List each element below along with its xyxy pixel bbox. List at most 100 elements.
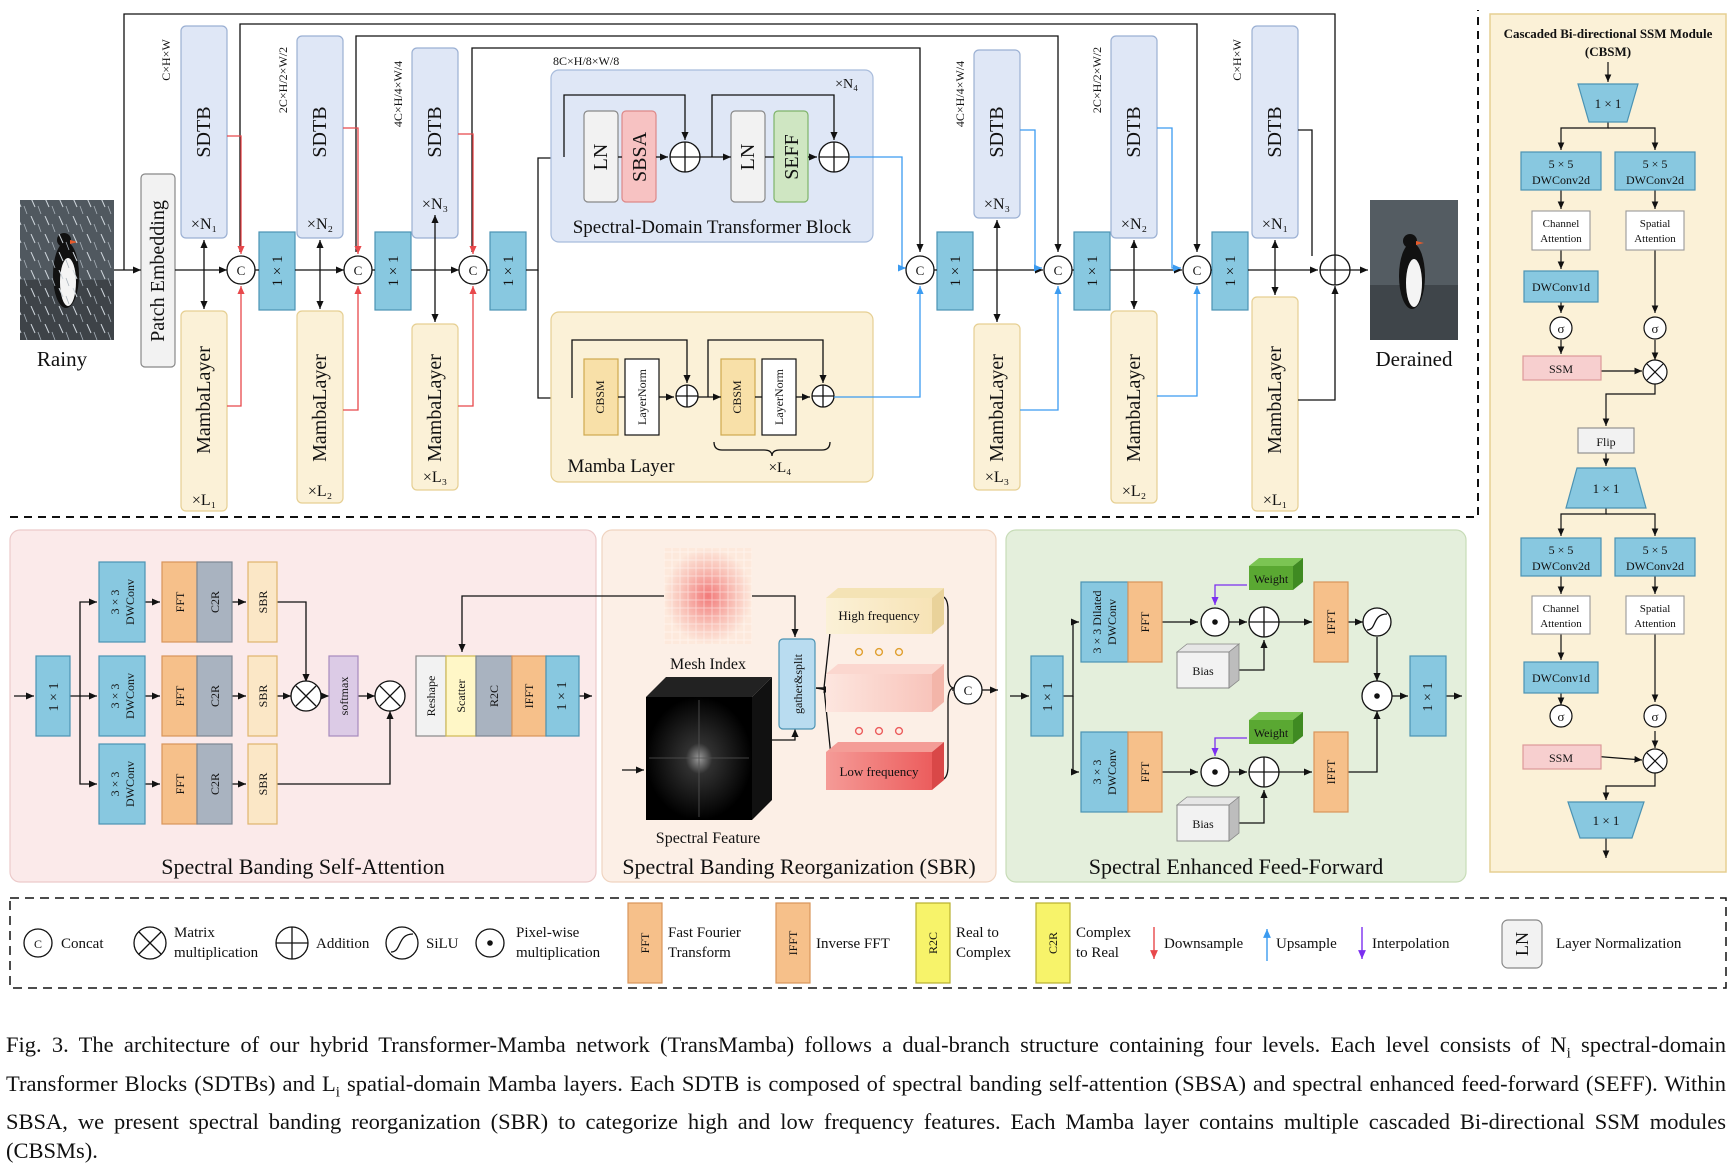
sbsa-conv1x1-label: 1 × 1 [47, 683, 62, 712]
legend-ln-symbol-text: LN [1512, 932, 1532, 956]
mamba-repeat: ×L₂ [1122, 483, 1146, 500]
dwconv-label-b: DWConv [123, 673, 137, 719]
sbr-block [247, 743, 278, 825]
conv1x1-block [1073, 231, 1111, 311]
legend-fft-symbol-text: FFT [638, 932, 652, 953]
legend-fft-b: Transform [668, 945, 731, 961]
caption-sub-2: i [335, 1084, 340, 1100]
weight-block: Weight [1249, 558, 1303, 590]
conv1x1-label: 1 × 1 [1085, 256, 1101, 287]
level-dim: 2C×H/2×W/2 [1090, 47, 1104, 113]
patch-embedding-label: Patch Embedding [147, 200, 169, 342]
legend-silu: SiLU [426, 936, 459, 952]
decoder-level-3: C 1 × 1 SDTB ×N₃ 4C×H/4×W/4 MambaLayer ×… [905, 49, 1062, 491]
cbsm-conv1x1 [1577, 83, 1639, 123]
sbsa-conv1x1-out [545, 655, 580, 737]
legend-r2c-b: Complex [956, 945, 1011, 961]
legend-fft-a: Fast Fourier [668, 925, 741, 941]
low-freq-band: Low frequency [826, 742, 944, 790]
sdtb-label: SDTB [193, 106, 215, 157]
low-freq-label: Low frequency [839, 764, 919, 779]
legend-ifft: Inverse FFT [816, 936, 890, 952]
sbsa-conv1x1-out-label: 1 × 1 [555, 682, 570, 711]
conv1x1-label: 1 × 1 [948, 256, 964, 287]
fft-label: FFT [173, 773, 187, 794]
encoder-level-2: SDTB ×N₂ 2C×H/2×W/2 MambaLayer ×L₂ C 1 ×… [276, 35, 412, 504]
mamba-label: MambaLayer [193, 346, 215, 454]
channel-attention [1531, 210, 1591, 251]
legend-matmul-a: Matrix [174, 925, 215, 941]
sdtb-label: SDTB [1264, 106, 1286, 157]
cbsm-conv1x1 [1567, 801, 1645, 839]
layernorm-label: LayerNorm [772, 368, 786, 425]
legend-c2r-symbol-text: C2R [1046, 932, 1060, 954]
ln-label: LN [737, 144, 759, 171]
sigma-node [1549, 316, 1573, 340]
cbsm-conv1x1 [1565, 467, 1647, 509]
sbr-panel: Spectral Banding Reorganization (SBR) Me… [458, 529, 998, 883]
ifft-label: IFFT [522, 683, 536, 708]
spatial-attention [1625, 210, 1685, 251]
dwconv-block [98, 743, 146, 825]
legend-concat: Concat [61, 936, 104, 952]
legend-ln: Layer Normalization [1556, 936, 1682, 952]
transformer-block-title: Spectral-Domain Transformer Block [573, 217, 852, 238]
concat-label: C [354, 263, 363, 278]
sigma-label: σ [1557, 321, 1564, 336]
fft-block [161, 561, 198, 643]
cbsm-conv1x1-label: 1 × 1 [1593, 481, 1620, 496]
bottleneck-dim: 8C×H/8×W/8 [553, 54, 619, 68]
conv1x1-block [1211, 231, 1249, 311]
concat-label: C [469, 263, 478, 278]
mamba-label: MambaLayer [1264, 346, 1286, 454]
reshape-label: Reshape [424, 676, 438, 717]
c2r-label: C2R [208, 685, 222, 707]
sbr-title: Spectral Banding Reorganization (SBR) [622, 854, 975, 879]
ssm-label: SSM [1549, 751, 1573, 765]
weight-label: Weight [1254, 726, 1289, 740]
dwconv-label-a: 3 × 3 [108, 684, 122, 709]
sbr-block [247, 655, 278, 737]
dwconv-block [98, 655, 146, 737]
sdtb-label: SDTB [309, 106, 331, 157]
freq-dots [854, 647, 904, 736]
ifft-block [1313, 731, 1349, 813]
cbsm-label: CBSM [730, 380, 744, 414]
derained-image [1370, 200, 1458, 340]
c2r-block [196, 561, 233, 643]
sbsa-label: SBSA [629, 131, 651, 182]
spectral-feature-image [646, 677, 772, 820]
conv1x1-block [489, 231, 527, 311]
spectral-domain-transformer-block: ×N₄ LN SBSA LN SEFF Spectral-Domain Tran… [550, 69, 874, 243]
sigma-node [1549, 704, 1573, 728]
mesh-index-label: Mesh Index [670, 656, 746, 673]
bias-label: Bias [1192, 817, 1214, 831]
fft-label: FFT [173, 685, 187, 706]
spectral-feature-label: Spectral Feature [656, 830, 760, 847]
conv1x1-label: 1 × 1 [501, 256, 517, 287]
legend-fft-symbol [627, 902, 663, 984]
legend-addition: Addition [316, 936, 370, 952]
cbsm-dwconv1d [1523, 270, 1599, 303]
legend-silu-symbol [385, 926, 419, 960]
legend-ifft-symbol [775, 902, 811, 984]
mamba-label: MambaLayer [1123, 354, 1145, 462]
cbsm-conv1x1-label: 1 × 1 [1595, 96, 1622, 111]
legend-concat-symbol [23, 928, 53, 958]
concat-label: C [1054, 263, 1063, 278]
legend: C Concat Matrix multiplication Addition … [9, 897, 1727, 989]
decoder-level-1: C 1 × 1 SDTB ×N₁ C×H×W MambaLayer ×L₁ [1182, 25, 1368, 512]
seff-conv1x1-out [1409, 655, 1447, 737]
legend-upsample: Upsample [1276, 936, 1337, 952]
gather-split-label: gather&split [791, 653, 805, 714]
mamba-repeat: ×L₁ [192, 492, 216, 509]
concat-label: C [916, 263, 925, 278]
mamba-layer-box: CBSM LayerNorm CBSM LayerNorm ×L₄ Mamba … [550, 311, 874, 483]
cbsm-dwconv2d [1614, 537, 1696, 577]
level-dim: C×H×W [1230, 39, 1244, 81]
spatial-attention-b: Attention [1634, 618, 1676, 630]
seff-conv1x1 [1030, 655, 1064, 737]
sdtb-repeat: ×N₂ [1121, 216, 1147, 233]
fft-label: FFT [1138, 761, 1152, 782]
layernorm-block [624, 358, 660, 436]
